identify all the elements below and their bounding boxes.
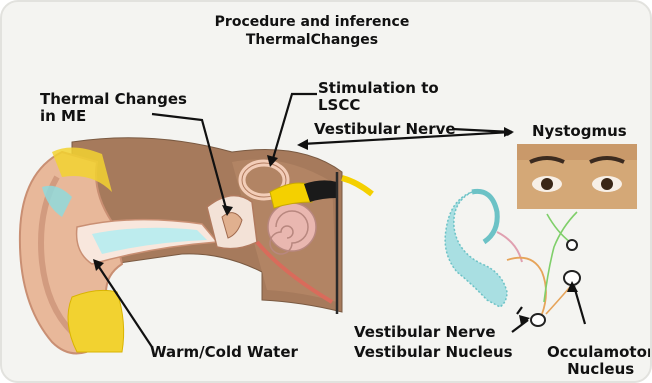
- right-eye-iris: [601, 178, 613, 190]
- left-eye-iris: [541, 178, 553, 190]
- ear-cartilage: [68, 290, 124, 352]
- label-warm-cold-water: Warm/Cold Water: [150, 344, 298, 361]
- diagram-title: Procedure and inference ThermalChanges: [212, 13, 412, 49]
- label-stimulation-lscc: Stimulation to LSCC: [318, 80, 439, 114]
- nerve-pathway: [507, 258, 546, 314]
- label-vestibular-nerve-bottom: Vestibular Nerve: [354, 324, 496, 341]
- label-occulamotor-nucleus: Occulamotor Nucleus: [547, 344, 652, 378]
- title-line-2: ThermalChanges: [212, 31, 412, 49]
- label-vestibular-nucleus: Vestibular Nucleus: [354, 344, 513, 361]
- vestibular-nucleus-node: [531, 314, 545, 326]
- ear-cross-section: [20, 138, 372, 354]
- eyes-photo: [517, 144, 637, 209]
- title-line-1: Procedure and inference: [212, 13, 412, 31]
- label-nystagmus: Nystogmus: [532, 123, 627, 140]
- label-thermal-changes: Thermal Changes in ME: [40, 91, 187, 125]
- label-vestibular-nerve-top: Vestibular Nerve: [314, 121, 456, 138]
- labyrinth-diagram: [445, 191, 580, 326]
- pointer-vestibular-nucleus: [512, 320, 528, 332]
- pointer-vestibular-nerve-bottom: [517, 307, 522, 314]
